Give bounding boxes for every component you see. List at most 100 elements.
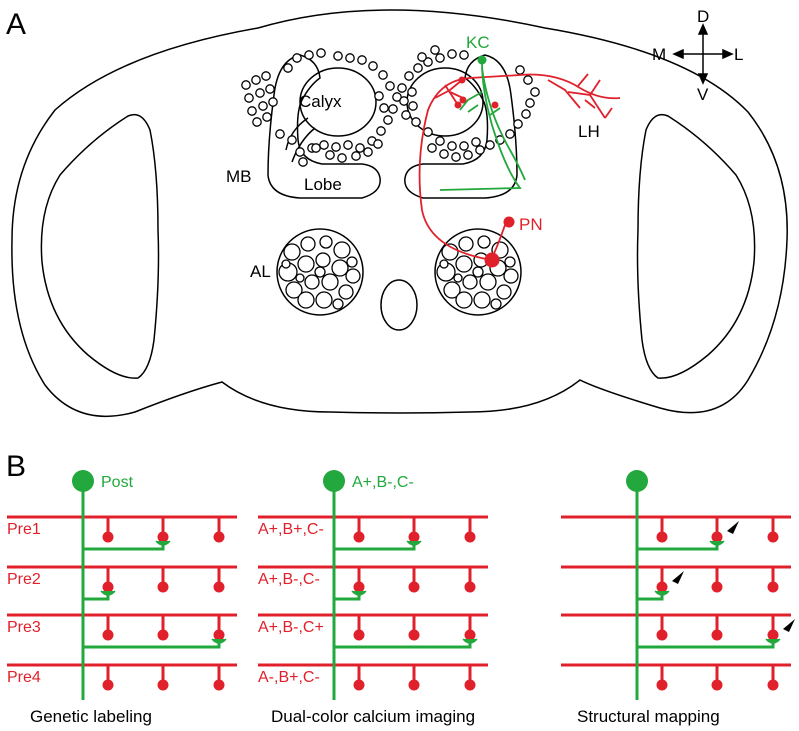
post-spine	[351, 590, 367, 596]
left-mushroom-body	[267, 54, 381, 199]
left-optic-lobe	[40, 113, 160, 379]
kc-soma-circle	[374, 91, 384, 101]
kc-soma-circle	[287, 135, 297, 145]
pre-row-label: A-,B+,C-	[258, 669, 320, 686]
glomerulus	[462, 274, 478, 290]
pre-synapse	[656, 629, 668, 641]
glomerulus	[338, 284, 354, 300]
kc-soma-circle	[525, 98, 535, 108]
right-antennal-lobe	[434, 228, 522, 316]
kc-soma-circle	[345, 53, 355, 63]
kc-soma-circle	[251, 75, 261, 85]
kc-axon	[439, 61, 522, 191]
kc-soma-circle	[244, 93, 254, 103]
glomerulus	[295, 273, 305, 283]
glomerulus	[297, 291, 315, 309]
post-label: A+,B-,C-	[352, 474, 414, 491]
kc-label: KC	[466, 33, 490, 52]
glomerulus	[331, 259, 349, 277]
calyx-branches	[434, 79, 464, 106]
kc-soma-circle	[241, 80, 251, 90]
kc-soma-circle	[515, 65, 525, 75]
mb-label: MB	[226, 167, 252, 186]
kc-soma-circle	[505, 129, 515, 139]
compass-lateral: L	[734, 45, 743, 64]
pn-bouton	[454, 101, 462, 109]
post-spine	[211, 638, 227, 644]
pn-bouton	[459, 96, 467, 104]
glomerulus	[297, 255, 315, 273]
post-dendrite-branch	[334, 543, 416, 551]
kc-soma-circle	[331, 142, 341, 152]
pre-row-label: Pre3	[7, 619, 41, 636]
pre-synapse	[408, 679, 420, 691]
post-spine	[462, 638, 478, 644]
glomerulus	[314, 266, 326, 278]
kc-soma-circle	[427, 143, 437, 153]
kc-soma-circle	[523, 75, 533, 85]
kc-soma-circle	[325, 150, 335, 160]
esophagus	[380, 279, 418, 331]
pre-synapse	[102, 581, 114, 593]
kc-soma-circle	[258, 101, 268, 111]
kc-soma-circle	[392, 92, 402, 102]
kc-soma-circle	[268, 97, 278, 107]
glomerulus	[479, 273, 497, 291]
kc-soma-circle	[357, 55, 367, 65]
glomerulus	[304, 274, 320, 290]
arrowhead-icon	[672, 571, 684, 584]
pre-synapse	[656, 581, 668, 593]
kc-soma-circle	[262, 112, 272, 122]
kc-soma-circle	[298, 157, 308, 167]
pre-synapse	[157, 581, 169, 593]
kc-soma-circle	[319, 140, 329, 150]
lh-arbor	[547, 73, 613, 119]
kc-soma-circle	[368, 61, 378, 71]
kc-soma-circle	[459, 141, 469, 151]
kc-soma-circle	[383, 115, 393, 125]
al-label: AL	[250, 262, 271, 281]
diagram-caption: Structural mapping	[577, 707, 720, 726]
pre-synapse	[353, 679, 365, 691]
kc-soma-circle	[283, 63, 293, 73]
glomerulus	[281, 259, 291, 269]
kc-soma-circle	[485, 140, 495, 150]
kc-soma-circle	[439, 149, 449, 159]
kc-soma-circle	[376, 126, 386, 136]
kenyon-cell	[439, 61, 526, 191]
pre-synapse	[353, 629, 365, 641]
lh-label: LH	[578, 122, 600, 141]
brain-outline	[11, 9, 788, 418]
kc-soma-circle	[513, 119, 523, 129]
pre-synapse	[213, 629, 225, 641]
lobe-label: Lobe	[304, 175, 342, 194]
pre-synapse	[102, 531, 114, 543]
glomerulus	[503, 268, 519, 284]
kc-soma	[477, 55, 487, 65]
arrowhead-icon	[783, 619, 795, 632]
post-spine	[406, 540, 422, 546]
kc-soma-circle	[275, 129, 285, 139]
post-spine	[709, 540, 725, 546]
pre-synapse	[711, 679, 723, 691]
arrow-right-icon	[722, 48, 734, 60]
post-spine	[765, 638, 781, 644]
glomerulus	[455, 291, 473, 309]
pre-row-label: A+,B-,C-	[258, 571, 320, 588]
calyx-label: Calyx	[299, 92, 342, 111]
glomerulus	[477, 235, 491, 249]
kc-soma-circle	[295, 147, 305, 157]
projection-neuron	[418, 73, 621, 261]
glomerulus	[332, 298, 344, 310]
kc-soma-circle	[399, 96, 409, 106]
kc-soma-circle	[447, 49, 457, 59]
kc-soma-circle	[451, 152, 461, 162]
pn-label: PN	[519, 215, 543, 234]
compass-ventral: V	[697, 85, 709, 104]
kc-soma-circle	[521, 109, 531, 119]
pre-row-label: Pre1	[7, 521, 41, 538]
pre-synapse	[767, 581, 779, 593]
glomerulus	[319, 235, 333, 249]
